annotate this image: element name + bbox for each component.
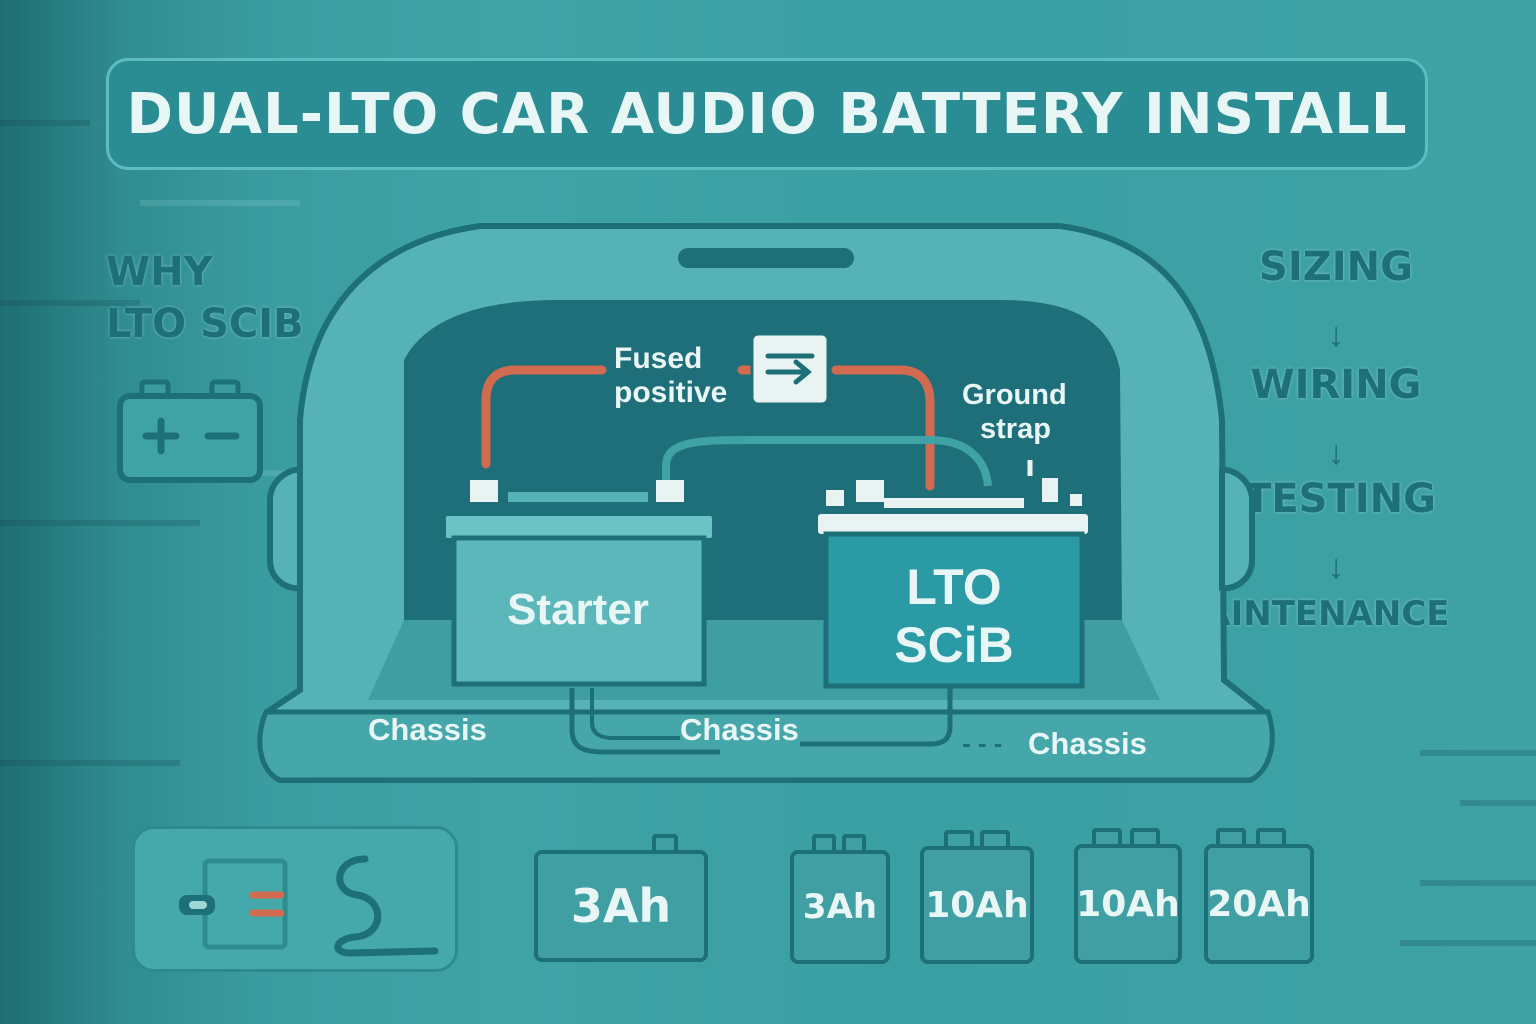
page-title: DUAL-LTO CAR AUDIO BATTERY INSTALL (126, 81, 1408, 147)
arrow-down-icon: ↓ (1327, 548, 1345, 586)
starter-label: Starter (507, 585, 649, 634)
arrow-down-icon: ↓ (1327, 434, 1345, 472)
fuse-label-line2: positive (614, 376, 727, 409)
why-heading: WHY LTO SCIB (106, 246, 304, 350)
arrow-down-icon: ↓ (1327, 316, 1345, 354)
capacity-card-1: 3Ah (534, 850, 708, 962)
lto-terminal-pos (856, 480, 884, 502)
capacity-card-3: 10Ah (920, 846, 1034, 964)
brake-light (678, 248, 854, 268)
lto-label-line2: SCiB (894, 617, 1013, 673)
ground-label-line2: strap (980, 413, 1051, 445)
why-heading-line1: WHY (106, 249, 213, 295)
ground-label-line1: Ground (962, 379, 1067, 411)
capacity-card-2: 3Ah (790, 850, 890, 964)
flow-step-wiring: WIRING (1250, 362, 1422, 408)
left-mirror (267, 466, 303, 592)
fuse-icon (750, 332, 830, 406)
starter-terminal-pos (470, 480, 498, 502)
chassis-label-center: Chassis (680, 712, 799, 747)
capacity-card-4: 10Ah (1074, 844, 1182, 964)
starter-battery (451, 535, 707, 687)
right-mirror (1219, 466, 1255, 592)
why-heading-line2: LTO SCIB (106, 301, 304, 347)
capacity-card-5: 20Ah (1204, 844, 1314, 964)
chassis-wire-lto (800, 688, 953, 747)
positive-cable-left (481, 365, 607, 469)
fuse-label-line1: Fused (614, 342, 702, 375)
bumper (257, 709, 1275, 783)
starter-terminal-neg (656, 480, 684, 502)
flow-step-sizing: SIZING (1259, 244, 1413, 290)
ground-strap (662, 436, 992, 487)
dotted-line: - - - (962, 728, 1002, 758)
flow-step-testing: TESTING (1244, 476, 1436, 522)
chassis-label-left: Chassis (368, 712, 487, 747)
lto-terminal-neg (1042, 478, 1058, 502)
cable-connector-icon (179, 855, 439, 957)
chassis-wire-starter (569, 688, 720, 755)
chassis-label-right: Chassis (1028, 726, 1147, 761)
title-banner: DUAL-LTO CAR AUDIO BATTERY INSTALL (106, 58, 1428, 170)
connector-panel (132, 826, 458, 972)
battery-icon (117, 379, 263, 483)
positive-cable-right (831, 365, 935, 491)
lto-battery (823, 531, 1085, 689)
lto-label-line1: LTO (906, 559, 1001, 615)
